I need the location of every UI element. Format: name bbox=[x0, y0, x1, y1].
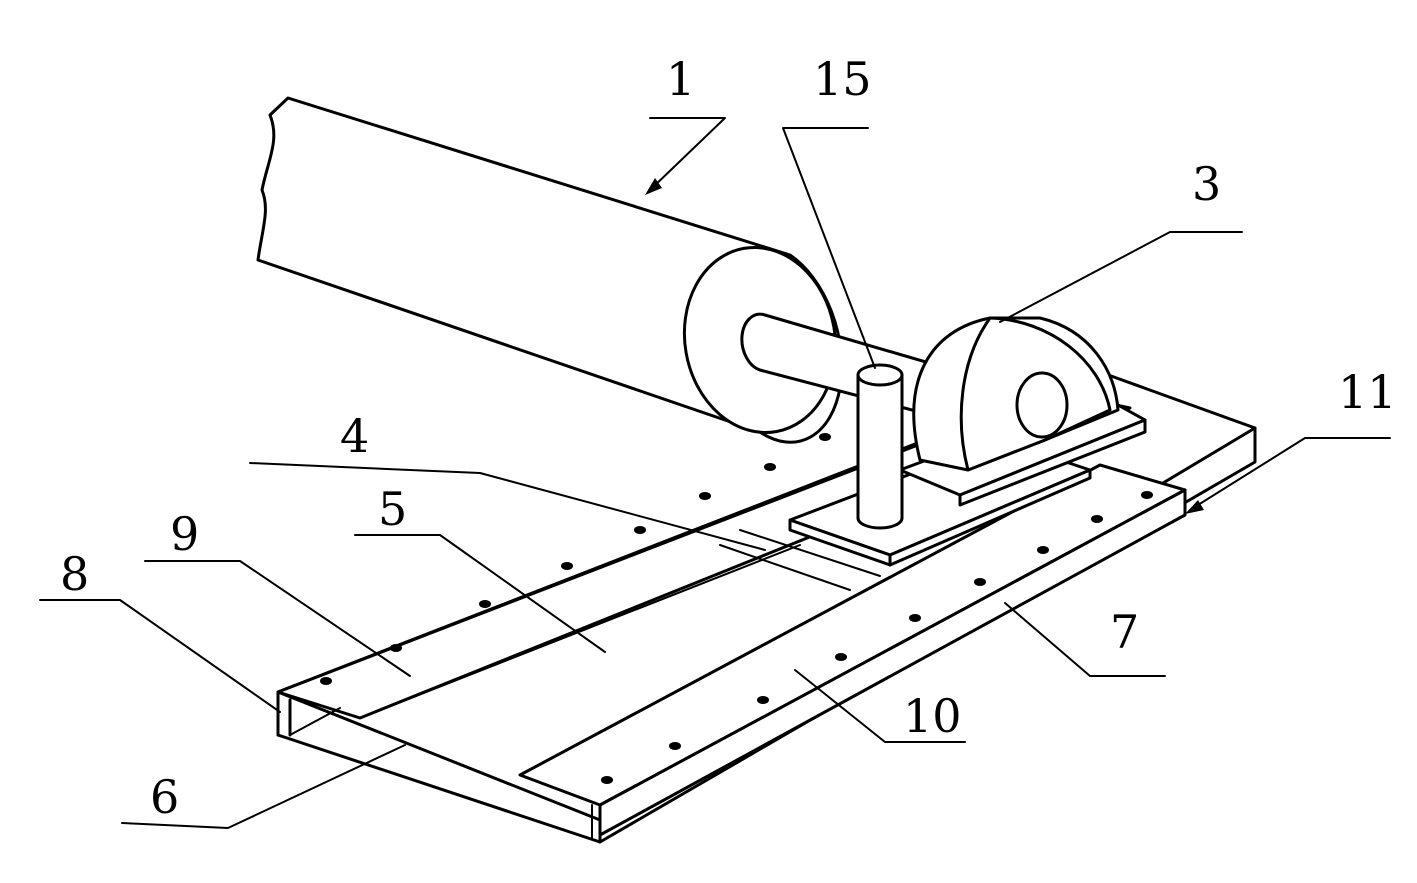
right-rail-side bbox=[598, 488, 1187, 837]
hole bbox=[601, 776, 613, 784]
label-5: 5 bbox=[378, 482, 407, 536]
middle-plate-front bbox=[719, 544, 851, 591]
leader-4 bbox=[249, 462, 766, 551]
hole bbox=[634, 526, 646, 534]
arrow-1 bbox=[645, 178, 662, 195]
label-7: 7 bbox=[1110, 605, 1139, 659]
leader-11 bbox=[1189, 437, 1391, 511]
post-top bbox=[856, 363, 904, 387]
hole bbox=[764, 463, 776, 471]
hole bbox=[479, 600, 491, 608]
label-15: 15 bbox=[813, 52, 872, 106]
leader-7 bbox=[1004, 602, 1166, 677]
bearing-base-side bbox=[958, 418, 1147, 507]
label-6: 6 bbox=[150, 770, 179, 824]
label-10: 10 bbox=[903, 689, 962, 743]
leader-10 bbox=[794, 669, 966, 743]
leader-5 bbox=[354, 534, 606, 653]
label-11: 11 bbox=[1338, 365, 1397, 419]
label-8: 8 bbox=[60, 547, 89, 601]
arrow-11 bbox=[1185, 500, 1204, 514]
hole bbox=[699, 492, 711, 500]
hole bbox=[561, 562, 573, 570]
middle-plate-line bbox=[739, 529, 881, 577]
leader-8 bbox=[39, 599, 281, 713]
pipe bbox=[256, 96, 844, 444]
hole bbox=[835, 653, 847, 661]
hole bbox=[757, 696, 769, 704]
hole bbox=[1141, 491, 1153, 499]
hole bbox=[909, 614, 921, 622]
leader-9 bbox=[144, 560, 411, 677]
leader-1 bbox=[649, 117, 726, 191]
label-4: 4 bbox=[340, 409, 369, 463]
leader-6 bbox=[121, 744, 406, 829]
leader-3 bbox=[999, 231, 1243, 323]
vertical-post bbox=[856, 363, 904, 530]
hole bbox=[1037, 546, 1049, 554]
bearing-housing bbox=[912, 316, 1120, 472]
hole bbox=[974, 578, 986, 586]
hole bbox=[390, 644, 402, 652]
bearing-bore bbox=[1015, 371, 1069, 439]
label-9: 9 bbox=[170, 507, 199, 561]
leader-15 bbox=[782, 127, 876, 369]
post-body bbox=[856, 373, 904, 530]
bolt-holes bbox=[320, 433, 1153, 784]
left-rail-inner-edge bbox=[359, 544, 801, 719]
labels: 1 15 3 11 4 5 9 8 7 10 6 bbox=[60, 52, 1397, 824]
lower-plate-right bbox=[888, 468, 1092, 567]
middle-plate bbox=[719, 529, 881, 591]
shaft bbox=[740, 312, 962, 422]
right-rail bbox=[518, 463, 1187, 837]
hole bbox=[819, 433, 831, 441]
hole bbox=[1091, 515, 1103, 523]
hole bbox=[669, 742, 681, 750]
leader-lines bbox=[39, 117, 1391, 829]
shaft-body bbox=[740, 312, 962, 422]
left-rail-end-diag bbox=[289, 707, 341, 736]
hole bbox=[320, 677, 332, 685]
label-3: 3 bbox=[1192, 157, 1221, 211]
label-1: 1 bbox=[666, 52, 695, 106]
